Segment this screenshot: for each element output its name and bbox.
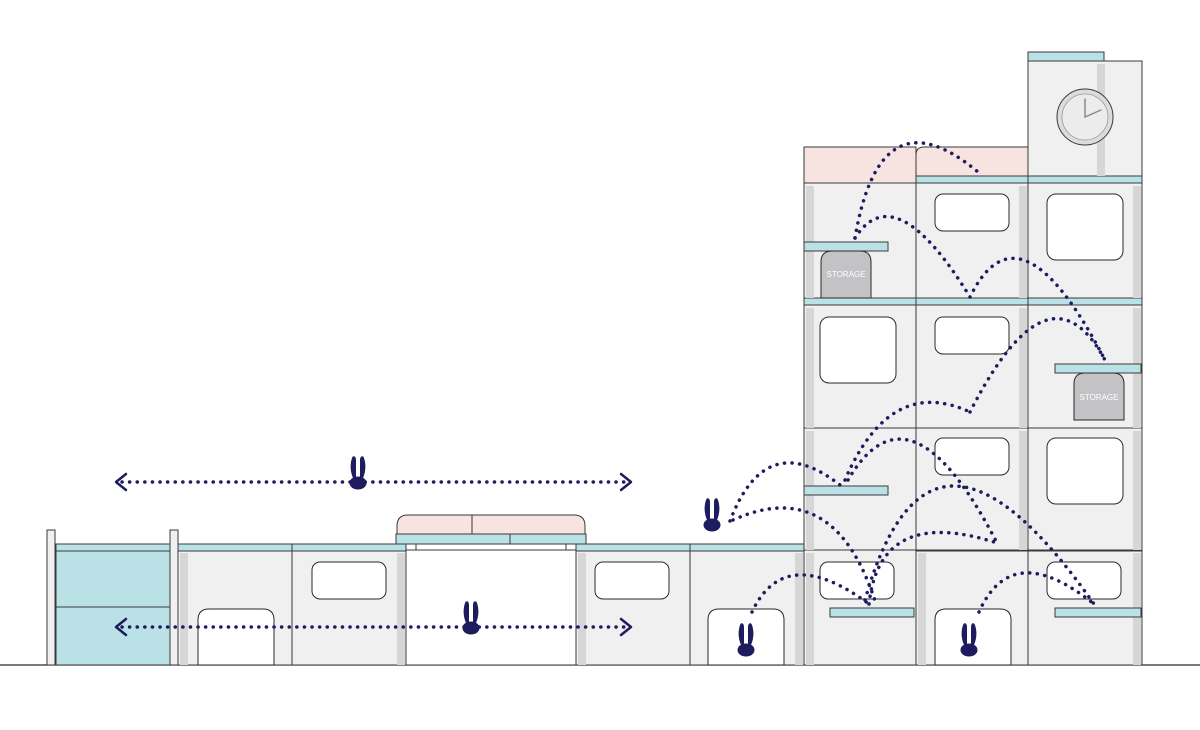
platform bbox=[1054, 607, 1142, 618]
ground-module-2 bbox=[291, 543, 407, 666]
platform bbox=[829, 607, 915, 618]
tower-row-4 bbox=[803, 420, 1143, 551]
window bbox=[594, 561, 670, 600]
door-opening bbox=[707, 608, 785, 666]
blue-enclosure bbox=[46, 529, 179, 666]
door-opening bbox=[197, 608, 275, 666]
clock-icon bbox=[1056, 88, 1114, 146]
storage-box bbox=[1073, 372, 1125, 421]
storage-label: STORAGE bbox=[1080, 393, 1119, 402]
jump-paths bbox=[728, 141, 1108, 614]
rabbit-icon bbox=[349, 456, 367, 490]
platform bbox=[803, 241, 889, 252]
storage-label: STORAGE bbox=[827, 270, 866, 279]
storage-box bbox=[820, 250, 872, 299]
platform bbox=[1054, 363, 1142, 374]
ground-module-1 bbox=[177, 543, 293, 666]
platform bbox=[803, 485, 889, 496]
double-arrow-icon bbox=[114, 617, 633, 637]
ground-module-3-open bbox=[395, 514, 587, 666]
tower-ground-row bbox=[803, 543, 1143, 666]
ground-module-4 bbox=[575, 543, 691, 666]
tower-row-3: STORAGE bbox=[803, 297, 1143, 429]
double-arrow-icon bbox=[114, 472, 633, 492]
rabbit-icon bbox=[703, 498, 721, 532]
tower-rooftop bbox=[803, 51, 1143, 184]
tower-row-2: STORAGE bbox=[803, 175, 1143, 299]
window bbox=[311, 561, 387, 600]
